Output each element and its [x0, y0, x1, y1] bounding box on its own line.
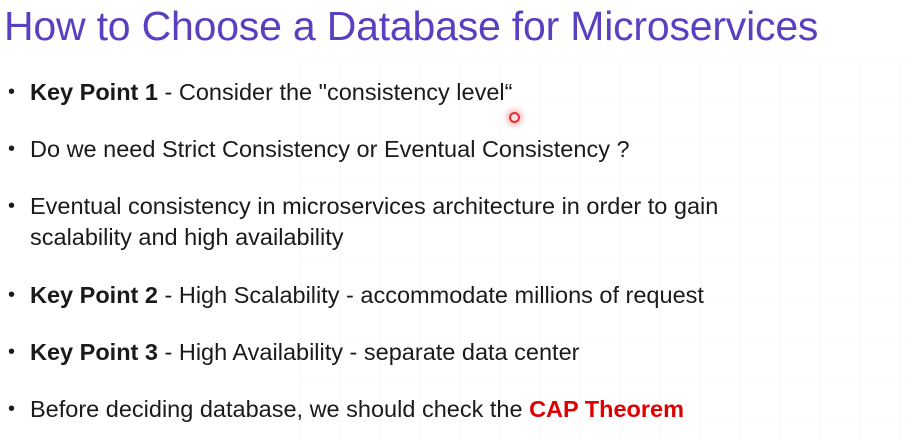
- bullet-dot-icon: •: [8, 398, 16, 420]
- bullet-dot-icon: •: [8, 284, 16, 306]
- bullet-text: Before deciding database, we should chec…: [30, 394, 684, 425]
- bullet-bold-label: Key Point 2: [30, 282, 158, 308]
- bullet-body: - Consider the "consistency level“: [157, 79, 513, 105]
- mouse-pointer-highlight-icon: [509, 112, 520, 123]
- bullet-body-line-2: scalability and high availability: [30, 224, 344, 250]
- bullet-body: Before deciding database, we should chec…: [30, 396, 530, 422]
- bullet-bold-label: Key Point 3: [30, 339, 158, 365]
- slide-title: How to Choose a Database for Microservic…: [4, 3, 819, 49]
- cap-theorem-highlight: CAP Theorem: [529, 396, 685, 422]
- bullet-text: Key Point 3 - High Availability - separa…: [30, 337, 579, 368]
- bullet-body: - High Availability - separate data cent…: [157, 339, 580, 365]
- bullet-text: Key Point 1 - Consider the "consistency …: [30, 77, 512, 108]
- bullet-dot-icon: •: [8, 81, 16, 103]
- bullet-text: Key Point 2 - High Scalability - accommo…: [30, 280, 704, 311]
- bullet-dot-icon: •: [8, 341, 16, 363]
- bullet-body: Do we need Strict Consistency or Eventua…: [30, 136, 630, 162]
- bullet-dot-icon: •: [8, 138, 16, 160]
- bullet-body: - High Scalability - accommodate million…: [157, 282, 704, 308]
- bullet-text: Eventual consistency in microservices ar…: [30, 191, 718, 253]
- bullet-dot-icon: •: [8, 195, 16, 217]
- bullet-body-line-1: Eventual consistency in microservices ar…: [30, 193, 719, 219]
- bullet-bold-label: Key Point 1: [30, 79, 158, 105]
